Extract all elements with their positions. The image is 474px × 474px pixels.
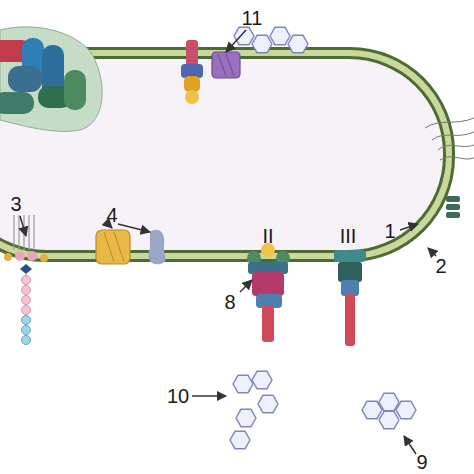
- lipid-chain: [13, 215, 14, 250]
- secretion-part: [338, 262, 362, 282]
- lps-bead: [22, 326, 31, 335]
- complex-subunit: [64, 70, 86, 110]
- lps-bead: [40, 254, 48, 262]
- substrate-hexagon: [362, 401, 382, 418]
- secretion-part: [256, 294, 282, 308]
- substrate-hexagon: [379, 411, 399, 428]
- lps-bead: [22, 276, 31, 285]
- callout-number: 11: [242, 8, 263, 28]
- lps-bead: [4, 253, 12, 261]
- lps-bead: [22, 286, 31, 295]
- lps-bead: [22, 316, 31, 325]
- complex-subunit: [8, 66, 42, 92]
- outer-membrane: [0, 47, 455, 262]
- substrate-hexagon: [236, 409, 256, 426]
- leader-arrow: [400, 224, 418, 230]
- barrel-stripe: [104, 232, 114, 262]
- barrel-stripe: [226, 54, 234, 76]
- flagellum: [432, 132, 474, 140]
- substrate-hexagon: [396, 401, 416, 418]
- transporter-part: [181, 64, 203, 78]
- substrate-hexagon: [233, 375, 253, 392]
- leader-arrow: [110, 226, 112, 228]
- barrel-stripe: [218, 54, 226, 76]
- substrate-hexagon: [234, 27, 254, 44]
- callout-number: 8: [224, 292, 235, 312]
- leader-arrow: [240, 280, 252, 292]
- cytoplasm: [0, 59, 443, 250]
- lipid-chain: [33, 215, 34, 250]
- membrane-motor: [446, 212, 460, 218]
- secretion-part: [252, 272, 284, 296]
- callout-number: 9: [416, 452, 427, 472]
- callout-number: 4: [106, 205, 117, 225]
- callout-number: 1: [384, 221, 395, 241]
- substrate-hexagon: [230, 431, 250, 448]
- lps-bead: [22, 296, 31, 305]
- barrel-stripe: [114, 232, 124, 262]
- substrate-hexagon: [258, 395, 278, 412]
- lps-bead: [20, 264, 32, 274]
- secretion-needle: [262, 306, 274, 342]
- beta-barrel: [96, 230, 130, 264]
- secretion-part: [341, 280, 359, 296]
- complex-subunit: [0, 92, 34, 114]
- callout-number: 3: [10, 194, 21, 214]
- callout-number: 10: [167, 386, 189, 406]
- flagellum: [438, 145, 474, 150]
- substrate-hexagon: [379, 393, 399, 410]
- leader-arrow: [404, 436, 416, 454]
- lps-bead: [22, 336, 31, 345]
- callout-number: II: [262, 226, 273, 246]
- callout-number: 2: [435, 256, 446, 276]
- secretion-needle: [345, 294, 355, 346]
- substrate-hexagon: [270, 27, 290, 44]
- lps-bead: [22, 306, 31, 315]
- secretion-part: [334, 250, 366, 262]
- leader-arrow: [118, 224, 150, 232]
- membrane-protein: [148, 230, 165, 265]
- transporter-part: [184, 76, 200, 92]
- lipid-chain: [28, 215, 29, 250]
- membrane-motor: [446, 196, 460, 202]
- lps-bead: [15, 251, 25, 261]
- leader-arrow: [192, 395, 226, 397]
- callout-number: III: [340, 226, 357, 246]
- periplasm-layer: [0, 50, 452, 259]
- leader-arrow: [226, 30, 246, 52]
- lipid-chain: [18, 215, 19, 250]
- leader-arrow: [20, 216, 26, 236]
- substrate-hexagon: [252, 35, 272, 52]
- membrane-motor: [446, 204, 460, 210]
- substrate-hexagon: [252, 371, 272, 388]
- inner-membrane: [0, 56, 446, 253]
- leader-arrow: [428, 248, 436, 256]
- lps-bead: [27, 251, 37, 261]
- flagellum: [425, 118, 474, 128]
- transporter-part: [185, 90, 199, 104]
- porin-barrel: [212, 52, 240, 78]
- flagellum: [440, 157, 474, 160]
- substrate-hexagon: [288, 35, 308, 52]
- transporter-part: [186, 40, 198, 66]
